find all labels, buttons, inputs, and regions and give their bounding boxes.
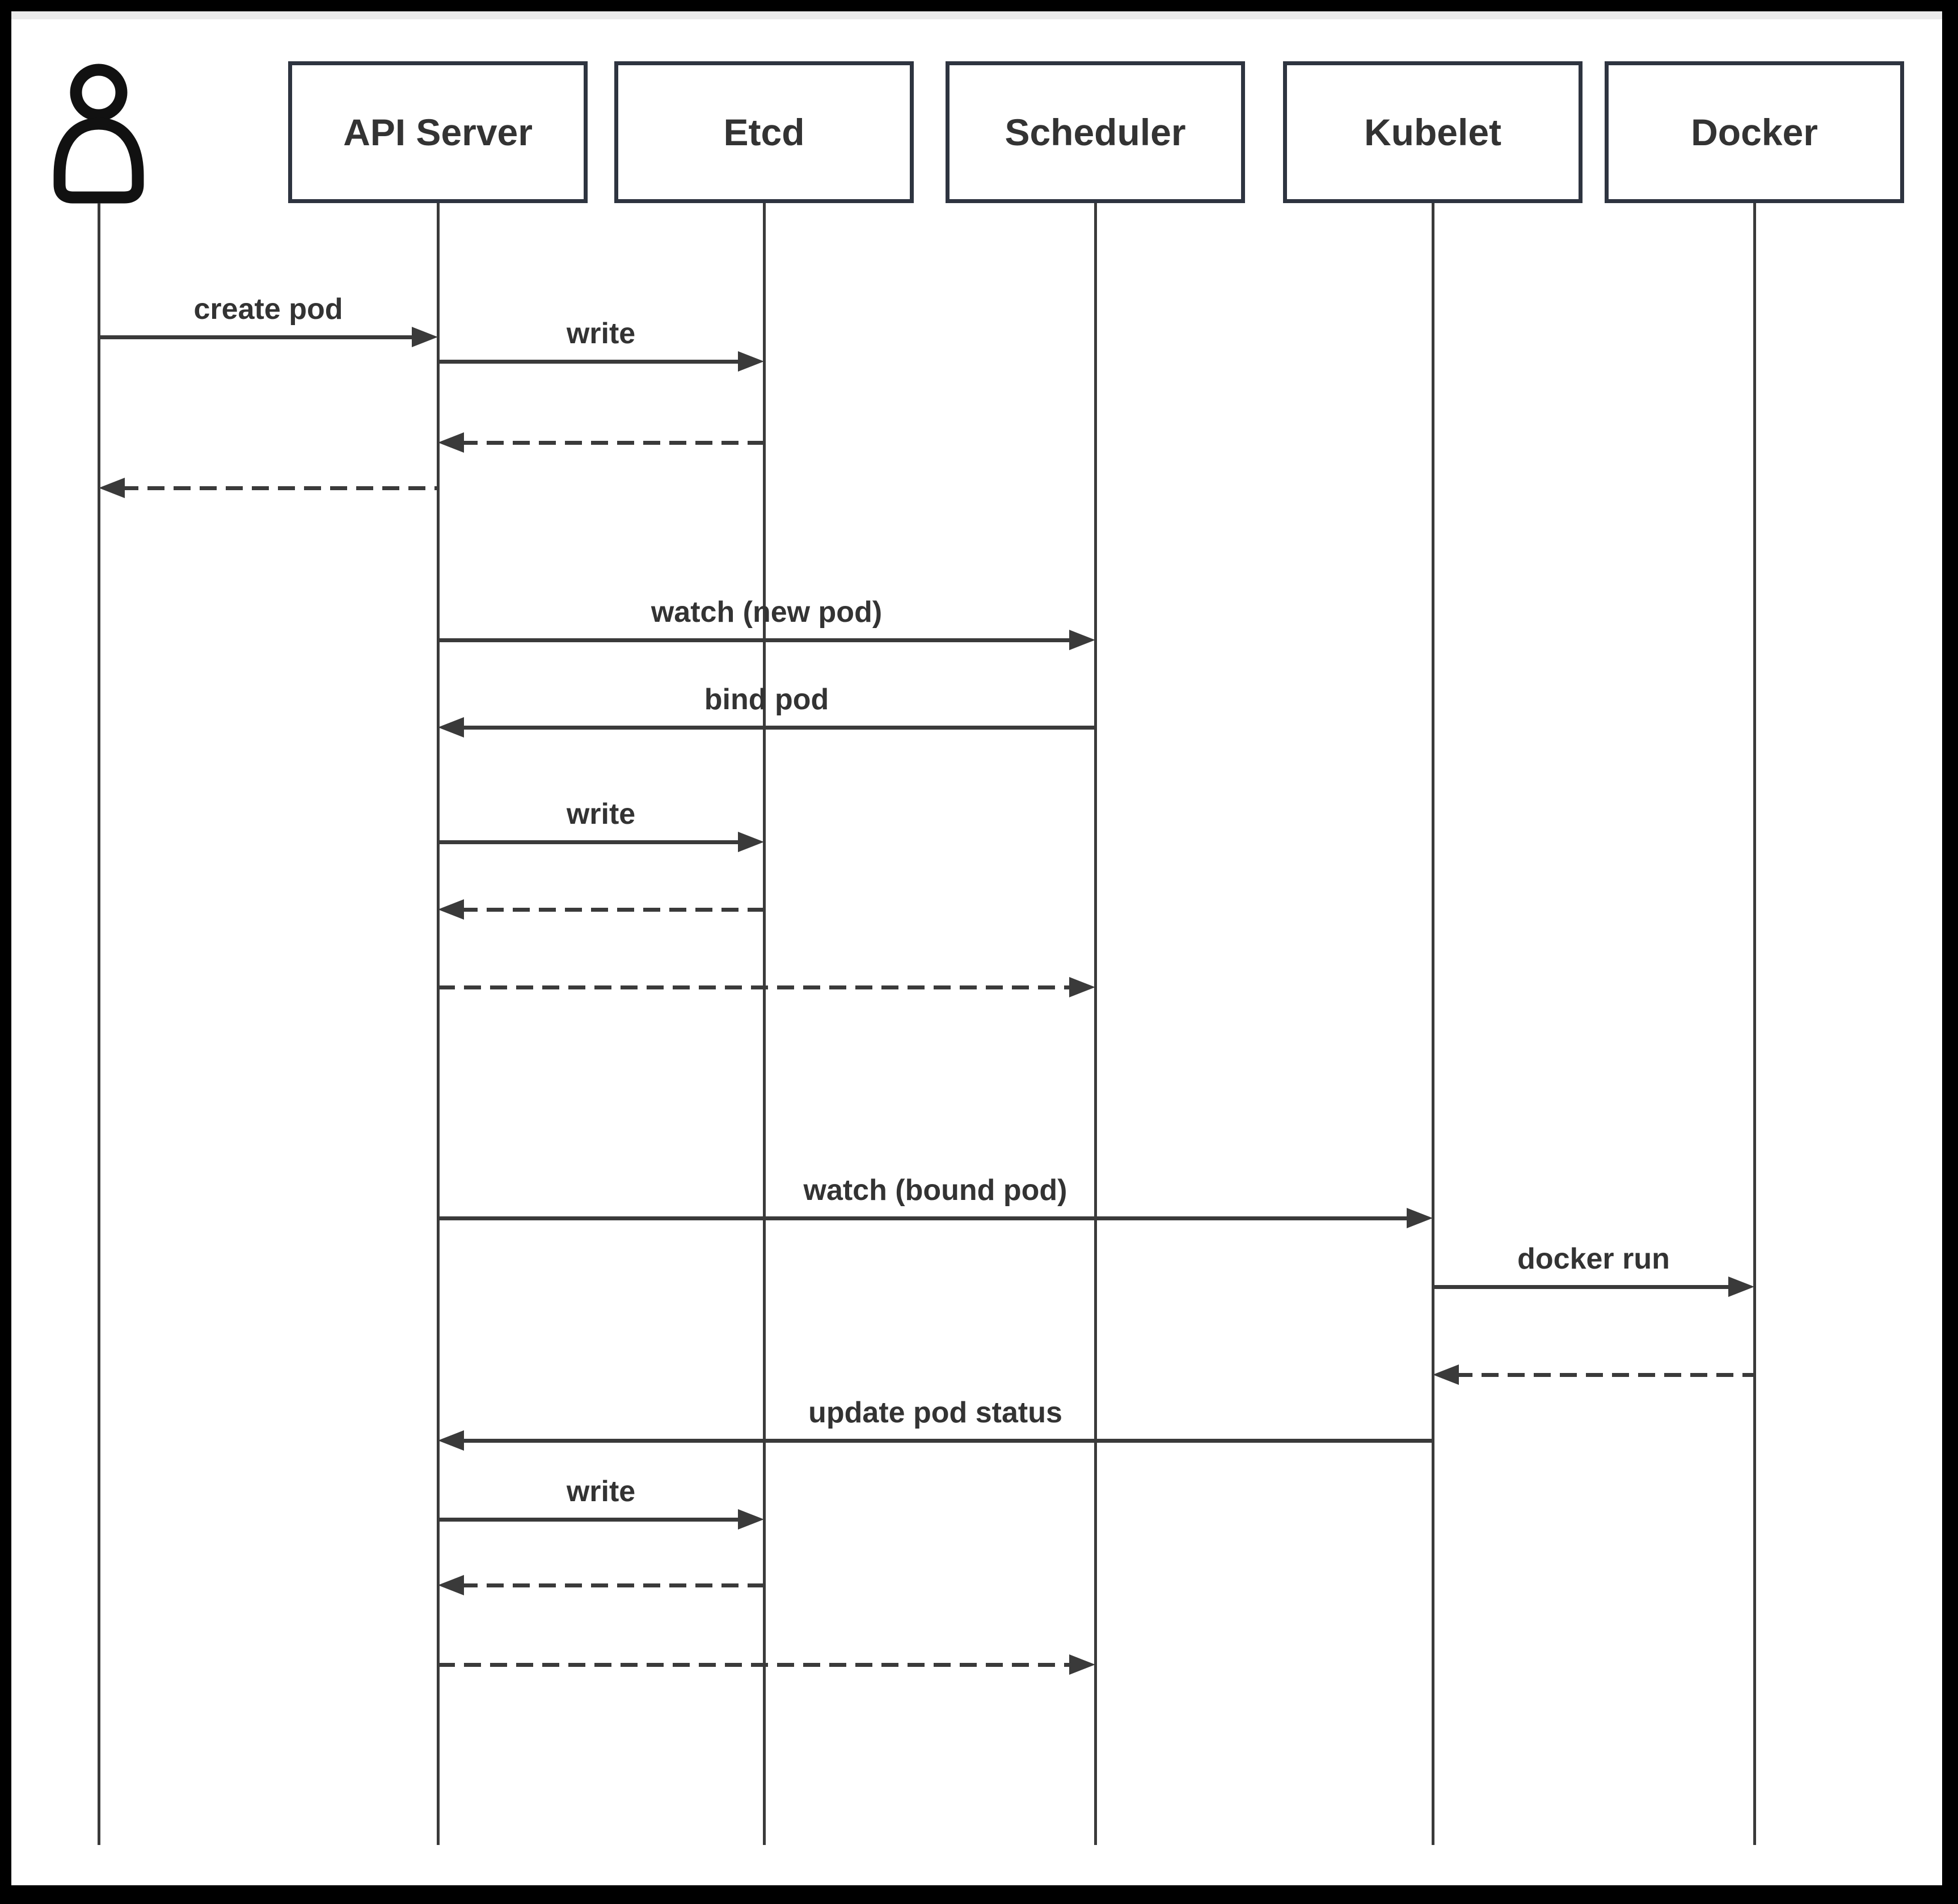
message-label-0: create pod	[193, 293, 343, 326]
message-line-5	[461, 726, 1095, 730]
arrowhead-15	[1069, 1654, 1095, 1675]
message-label-13: write	[566, 1475, 636, 1508]
actor-label-api-server: API Server	[343, 111, 533, 153]
actor-label-etcd: Etcd	[723, 111, 805, 153]
actor-box-etcd: Etcd	[614, 61, 914, 203]
message-label-4: watch (new pod)	[651, 596, 883, 629]
lifeline-scheduler	[1094, 203, 1097, 1845]
lifeline-api-server	[437, 203, 440, 1845]
message-line-14	[461, 1583, 764, 1587]
message-line-11	[1455, 1373, 1754, 1377]
actor-label-kubelet: Kubelet	[1364, 111, 1502, 153]
arrowhead-6	[738, 832, 764, 852]
message-line-2	[461, 441, 764, 445]
message-line-6	[438, 840, 741, 844]
message-label-6: write	[566, 798, 636, 831]
arrowhead-13	[738, 1509, 764, 1530]
lifeline-user	[98, 203, 100, 1845]
arrowhead-8	[1069, 977, 1095, 997]
message-line-15	[438, 1663, 1073, 1667]
arrowhead-4	[1069, 630, 1095, 650]
arrowhead-9	[1407, 1208, 1433, 1228]
arrowhead-7	[438, 899, 464, 920]
arrowhead-11	[1433, 1364, 1459, 1385]
message-line-0	[99, 335, 415, 339]
message-line-4	[438, 638, 1073, 642]
actor-box-scheduler: Scheduler	[946, 61, 1245, 203]
arrowhead-10	[1728, 1277, 1754, 1297]
arrowhead-1	[738, 351, 764, 372]
message-label-12: update pod status	[808, 1396, 1062, 1429]
lifeline-kubelet	[1432, 203, 1434, 1845]
actor-box-kubelet: Kubelet	[1283, 61, 1583, 203]
arrowhead-2	[438, 432, 464, 453]
message-line-1	[438, 360, 741, 364]
top-strip	[11, 11, 1942, 19]
arrowhead-12	[438, 1430, 464, 1451]
lifeline-etcd	[763, 203, 766, 1845]
message-line-9	[438, 1216, 1410, 1220]
message-label-9: watch (bound pod)	[803, 1174, 1067, 1207]
user-actor	[53, 63, 145, 204]
message-line-8	[438, 985, 1073, 989]
message-label-10: docker run	[1517, 1242, 1670, 1275]
lifeline-docker	[1753, 203, 1756, 1845]
actor-label-scheduler: Scheduler	[1005, 111, 1186, 153]
arrowhead-3	[99, 478, 125, 498]
message-line-12	[461, 1439, 1433, 1443]
actor-box-api-server: API Server	[288, 61, 588, 203]
arrowhead-5	[438, 717, 464, 738]
message-line-10	[1433, 1285, 1732, 1289]
actor-box-docker: Docker	[1605, 61, 1904, 203]
message-line-7	[461, 908, 764, 912]
arrowhead-14	[438, 1575, 464, 1595]
message-label-5: bind pod	[704, 683, 829, 716]
actor-label-docker: Docker	[1691, 111, 1818, 153]
message-line-3	[121, 486, 438, 490]
arrowhead-0	[412, 327, 438, 347]
message-label-1: write	[566, 317, 636, 350]
diagram-canvas: API Server Etcd Scheduler Kubelet Docker cre…	[11, 11, 1942, 1885]
message-line-13	[438, 1518, 741, 1522]
person-icon	[53, 64, 144, 204]
